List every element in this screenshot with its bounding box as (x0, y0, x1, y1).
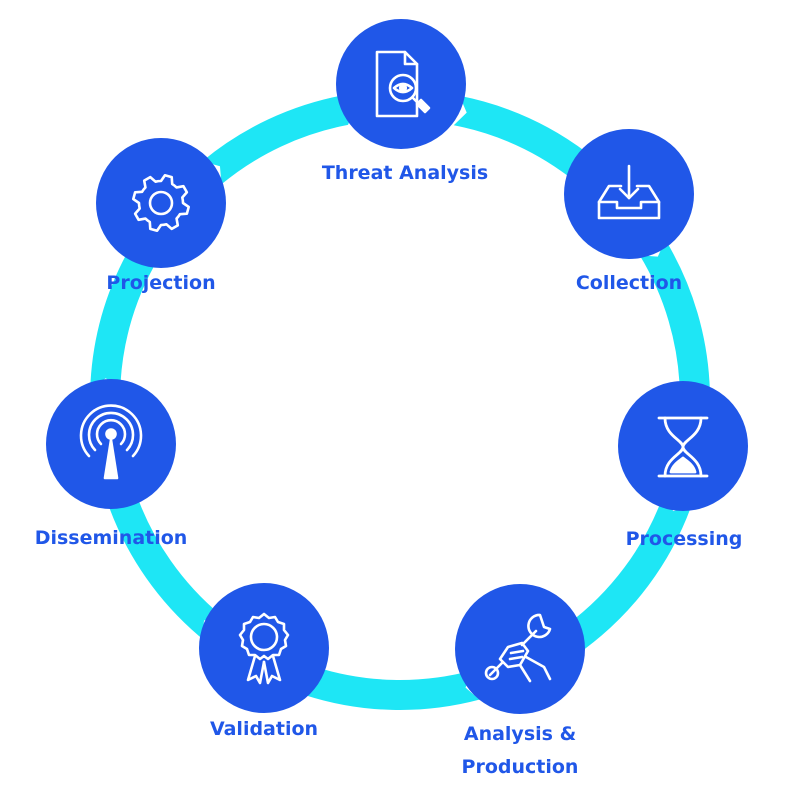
node-validation[interactable] (199, 583, 329, 713)
node-collection[interactable] (564, 129, 694, 259)
node-projection[interactable] (96, 138, 226, 268)
label-line-analysis: Analysis & (463, 723, 577, 745)
gear-icon (131, 173, 191, 233)
label-collection: Collection (575, 272, 683, 294)
ring-arrow-segment (453, 95, 588, 177)
award-ribbon-icon (238, 612, 290, 685)
label-threat-analysis: Threat Analysis (321, 162, 489, 184)
node-threat-analysis[interactable] (336, 19, 466, 149)
label-validation: Validation (209, 718, 319, 740)
node-dissemination[interactable] (46, 379, 176, 509)
ring-arrow-segment (299, 666, 480, 710)
ring-arrow-segment (90, 249, 155, 390)
label-line-production: Production (461, 756, 579, 778)
node-processing[interactable] (618, 381, 748, 511)
label-dissemination: Dissemination (34, 527, 188, 549)
broadcast-antenna-icon (79, 404, 143, 480)
inbox-download-icon (597, 164, 661, 220)
label-projection: Projection (106, 272, 216, 294)
ring-arrow-segment (107, 488, 222, 639)
ring-arrow-segment (567, 496, 692, 649)
hand-wrench-icon (484, 613, 552, 683)
label-analysis-production: Analysis & Production (462, 718, 579, 784)
ring-arrow-segment (639, 239, 710, 402)
document-eye-magnifier-icon (375, 50, 431, 118)
hourglass-icon (657, 416, 709, 478)
node-analysis-production[interactable] (455, 584, 585, 714)
ring-arrow-segment (202, 95, 356, 185)
label-processing: Processing (625, 528, 743, 550)
